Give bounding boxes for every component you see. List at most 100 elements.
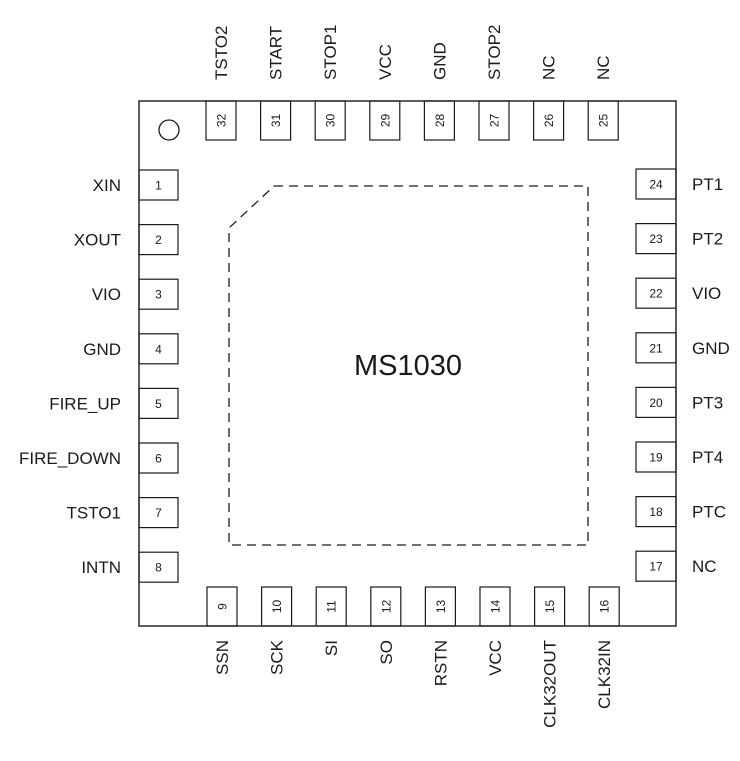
pin-pad-10 [261,586,293,627]
pin-number-8: 8 [155,561,162,575]
pin-pad-13 [424,586,456,627]
pin-number-22: 22 [649,287,663,301]
pin-number-21: 21 [649,341,663,355]
pin-name-25: NC [594,55,613,80]
pin-number-28: 28 [433,114,447,128]
pin-name-14: VCC [486,640,505,676]
pin-number-30: 30 [324,114,338,128]
pin-name-1: XIN [93,176,121,195]
pin-number-19: 19 [649,451,663,465]
pin1-marker-icon [158,119,180,141]
pin-name-31: START [267,26,286,80]
pin-pad-31 [260,100,292,141]
pin-number-26: 26 [542,114,556,128]
pin-pad-23 [635,223,677,255]
pin-pad-24 [635,168,677,200]
pin-number-20: 20 [649,396,663,410]
pin-number-6: 6 [155,452,162,466]
pin-name-19: PT4 [692,448,723,467]
pin-number-18: 18 [649,505,663,519]
pin-number-1: 1 [155,179,162,193]
pin-pad-26 [532,100,565,141]
pin-name-17: NC [692,557,717,576]
pin-pad-15 [533,586,566,627]
pin-name-21: GND [692,339,730,358]
pin-name-2: XOUT [74,231,121,250]
pin-name-13: RSTN [431,640,450,686]
pin-number-17: 17 [649,560,663,574]
pin-pad-19 [635,441,677,473]
pin-name-4: GND [83,340,121,359]
pin-number-7: 7 [155,506,162,520]
pin-number-3: 3 [155,288,162,302]
chip-name: MS1030 [354,350,462,382]
pin-name-22: VIO [692,284,721,303]
pin-pad-12 [370,586,402,627]
pin-pad-7 [138,497,179,529]
pin-number-15: 15 [543,600,557,614]
pin-name-3: VIO [92,285,121,304]
pin-number-4: 4 [155,342,162,356]
pin-pad-21 [635,332,677,364]
pin-pad-18 [635,496,677,528]
pin-number-27: 27 [488,114,502,128]
exposed-pad-outline [228,185,589,546]
pin-pad-11 [315,586,347,627]
pin-number-12: 12 [379,600,393,614]
pin-name-29: VCC [376,44,395,80]
pin-pad-22 [635,277,677,309]
pin-number-31: 31 [269,114,283,128]
pin-name-30: STOP1 [321,25,340,80]
pin-pad-2 [138,224,179,256]
pin-name-26: NC [540,55,559,80]
pin-name-9: SSN [213,640,232,675]
pin-name-18: PTC [692,503,726,522]
pin-pad-28 [423,100,455,141]
pin-name-16: CLK32IN [595,640,614,709]
pin-number-23: 23 [649,232,663,246]
pin-pad-14 [479,586,511,627]
pin-name-8: INTN [81,558,121,577]
pin-number-32: 32 [215,114,229,128]
pin-name-32: TSTO2 [212,26,231,80]
pin-name-5: FIRE_UP [49,394,121,413]
pin-number-24: 24 [649,178,663,192]
pin-name-7: TSTO1 [67,504,121,523]
pin-name-11: SI [322,640,341,656]
pin-number-25: 25 [597,114,611,128]
pin-name-27: STOP2 [485,25,504,80]
pin-pad-25 [587,100,619,141]
pin-number-29: 29 [378,114,392,128]
pin-name-20: PT3 [692,393,723,412]
pin-name-24: PT1 [692,175,723,194]
pin-pad-32 [205,100,237,141]
pin-number-14: 14 [489,600,503,614]
pin-pad-30 [314,100,346,141]
pin-number-2: 2 [155,233,162,247]
pin-name-6: FIRE_DOWN [19,449,121,468]
pin-name-28: GND [430,42,449,80]
pin-number-16: 16 [598,600,612,614]
pin-name-12: SO [377,640,396,665]
pin-pad-3 [138,278,179,310]
pin-number-10: 10 [270,600,284,614]
pin-pad-9 [206,586,238,627]
pin-pad-17 [635,550,677,582]
pins-layer: 1 XIN 2 XOUT 3 VIO 4 GND 5 FIRE_UP 6 FIRE_DOWN 7 TSTO… [19,25,730,728]
pin-number-5: 5 [155,397,162,411]
pin-number-13: 13 [434,600,448,614]
pin-pad-29 [369,100,401,141]
pin-name-23: PT2 [692,230,723,249]
pin-pad-8 [138,551,179,583]
pin-pad-27 [478,100,510,141]
pin-number-9: 9 [216,603,230,610]
pin-pad-20 [635,386,677,418]
pin-pad-16 [588,586,620,627]
pin-pad-4 [138,333,179,365]
pin-name-10: SCK [268,639,287,675]
pin-name-15: CLK32OUT [541,640,560,728]
pin-pad-5 [138,387,179,419]
pin-number-11: 11 [325,600,339,613]
pin-pad-6 [138,442,179,474]
